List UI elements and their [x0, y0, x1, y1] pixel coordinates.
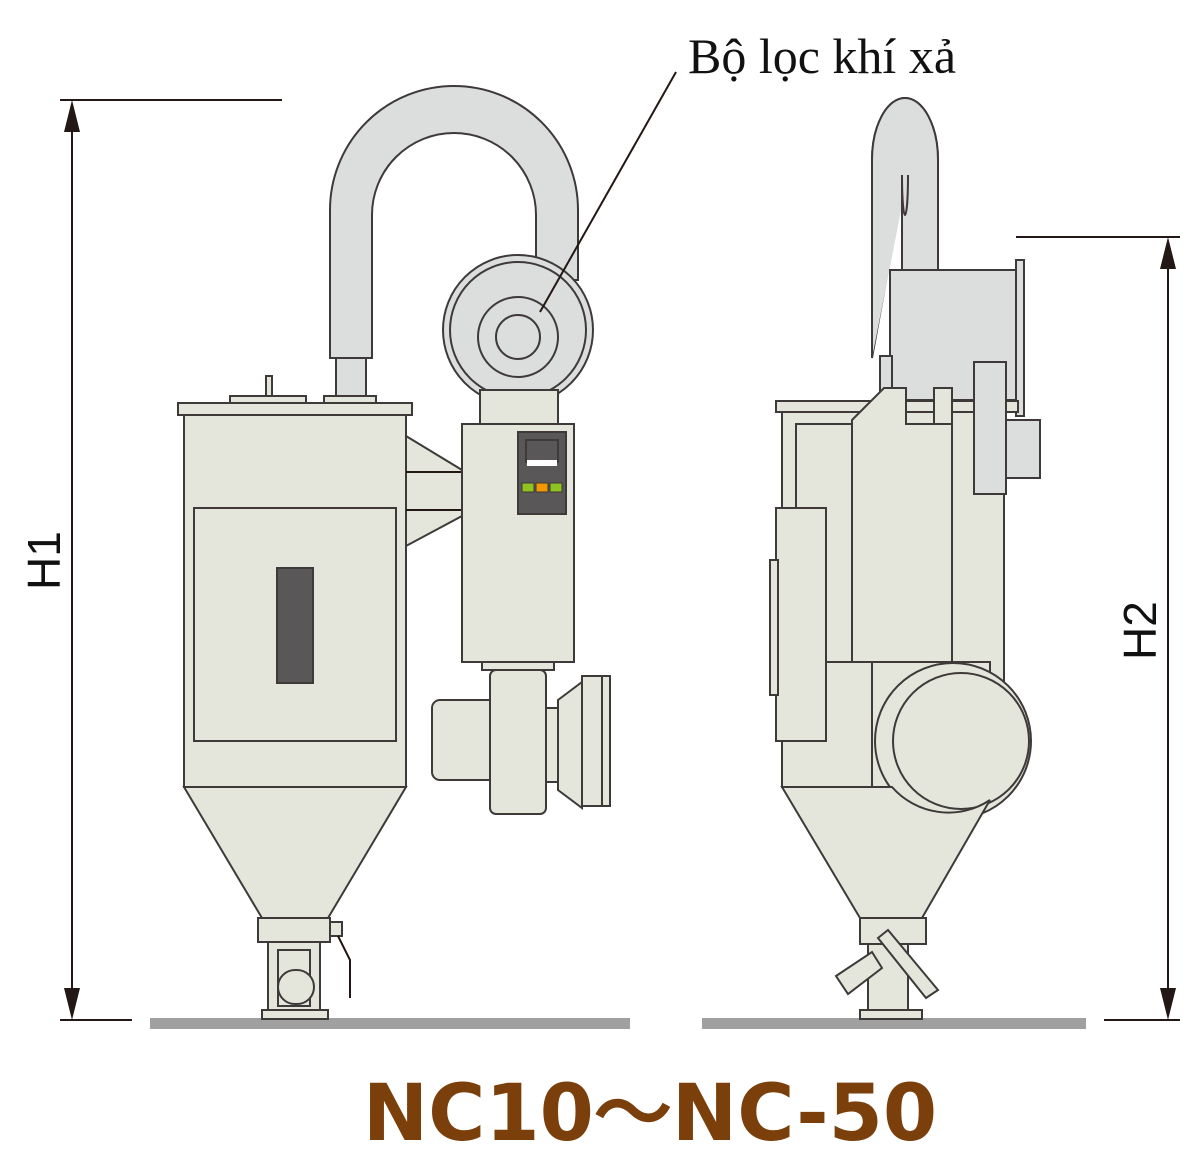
led-green — [521, 482, 535, 493]
control-panel — [517, 431, 567, 515]
h1-label: H1 — [18, 531, 70, 590]
floor-right — [702, 1018, 1086, 1029]
h2-dimension: H2 — [1016, 236, 1180, 1021]
front-view — [177, 85, 611, 1020]
led-green — [549, 482, 563, 493]
led-orange — [535, 482, 549, 493]
floor-left — [150, 1018, 630, 1029]
exhaust-filter-label: Bộ lọc khí xả — [688, 28, 956, 84]
model-title: NC10～NC-50 — [363, 1069, 937, 1157]
h2-label: H2 — [1114, 601, 1166, 660]
side-view — [769, 97, 1041, 1020]
h1-dimension: H1 — [18, 99, 282, 1021]
